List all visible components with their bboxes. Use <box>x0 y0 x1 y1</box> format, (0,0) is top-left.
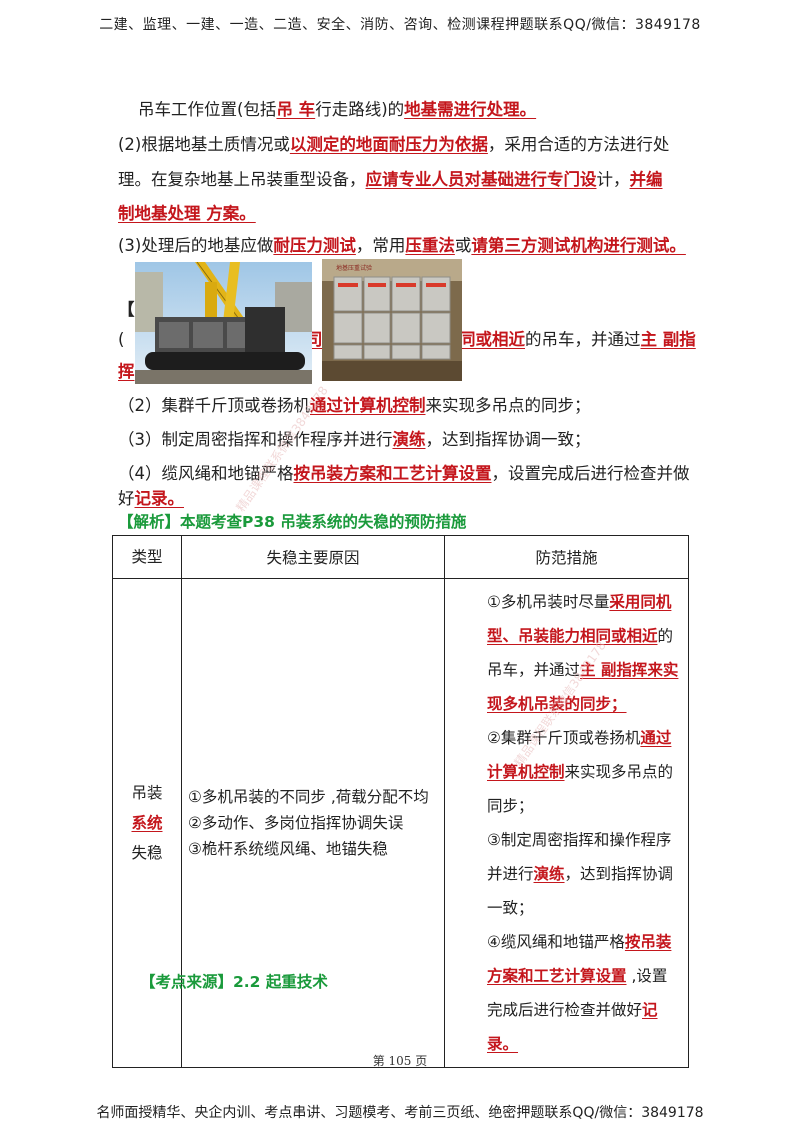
text: ，达到指挥协调一致； <box>487 865 674 917</box>
partial-line-1: ( <box>118 328 124 352</box>
type-cell: 吊装 系统 失稳 <box>112 578 182 1068</box>
highlight-text: 采用同机型、吊装能力相同或相近 <box>487 593 672 645</box>
partial-line-1-right: 同或相近的吊车，并通过主 副指 <box>459 328 696 352</box>
table-row: 吊装 系统 失稳 ①多机吊装的不同步 ,荷载分配不均 ②多动作、多岗位指挥协调失… <box>112 578 689 1068</box>
prevention-table: 类型 失稳主要原因 防范措施 吊装 系统 失稳 ①多机吊装的不同步 ,荷载分配不… <box>112 535 689 1068</box>
measures-cell: ①多机吊装时尽量采用同机型、吊装能力相同或相近的吊车，并通过主 副指挥来实现多机… <box>444 578 689 1068</box>
text: ，常用 <box>355 236 406 255</box>
text: 的吊车，并通过 <box>487 627 674 679</box>
paragraph-line-1: 吊车工作位置(包括吊 车行走路线)的地基需进行处理。 <box>138 98 536 122</box>
text: (2)根据地基土质情况或 <box>118 135 290 154</box>
paragraph-line-5: (3)处理后的地基应做耐压力测试，常用压重法或请第三方测试机构进行测试。 <box>118 234 686 258</box>
text: ③制定周密指挥和操作程序并进行 <box>487 831 672 883</box>
paragraph-line-2: (2)根据地基土质情况或以测定的地面耐压力为依据，采用合适的方法进行处 <box>118 133 669 157</box>
text: 或 <box>454 236 472 255</box>
text: ④缆风绳和地锚严格 <box>487 933 625 951</box>
crawler-crane-photo <box>135 262 312 384</box>
table-header-row: 类型 失稳主要原因 防范措施 <box>112 535 689 579</box>
measure-item: ②集群千斤顶或卷扬机通过计算机控制来实现多吊点的同步； <box>455 721 682 823</box>
cause-cell: ①多机吊装的不同步 ,荷载分配不均 ②多动作、多岗位指挥协调失误 ③桅杆系统缆风… <box>181 578 445 1068</box>
highlight-text: 同或相近 <box>459 330 525 349</box>
highlight-text: 通过计算机控制 <box>310 396 426 415</box>
highlight-text: 记录。 <box>134 489 185 508</box>
text: 来实现多吊点的同步； <box>425 396 591 415</box>
text: （3）制定周密指挥和操作程序并进行 <box>118 430 393 449</box>
load-test-photo: 地基压重试验 <box>322 259 462 381</box>
page-number: 第 105 页 <box>372 1054 428 1068</box>
type-line: 吊装 <box>131 784 163 802</box>
bracket-text: 【 <box>118 300 135 319</box>
highlight-text: 以测定的地面耐压力为依据 <box>289 135 488 154</box>
highlight-text: 通过计算机控制 <box>487 729 672 781</box>
text: 来实现多吊点的同步； <box>487 763 674 815</box>
text: ，设置完成后进行检查并做 <box>491 464 690 483</box>
text: ( <box>118 330 125 349</box>
text: ①多机吊装时尽量 <box>487 593 610 611</box>
highlight-text: 应请专业人员对基础进行专门设 <box>365 170 597 189</box>
highlight-text: 并编 <box>629 170 663 189</box>
header-cause: 失稳主要原因 <box>181 535 445 579</box>
text: 理。在复杂地基上吊装重型设备， <box>118 170 366 189</box>
type-highlight: 系统 <box>131 814 163 832</box>
page-footer: 名师面授精华、央企内训、考点串讲、习题模考、考前三页纸、绝密押题联系QQ/微信：… <box>96 1105 704 1121</box>
highlight-text: 挥 <box>118 362 135 381</box>
highlight-text: 按吊装方案和工艺计算设置 <box>487 933 672 985</box>
measure-item: ③制定周密指挥和操作程序并进行演练，达到指挥协调一致； <box>455 823 682 925</box>
text: 行走路线)的 <box>315 100 405 119</box>
highlight-text: 耐压力测试 <box>273 236 356 255</box>
text: ，采用合适的方法进行处 <box>487 135 670 154</box>
measure-line-3: （3）制定周密指挥和操作程序并进行演练，达到指挥协调一致； <box>118 428 591 452</box>
text: 计， <box>596 170 630 189</box>
measure-line-4: （4）缆风绳和地锚严格按吊装方案和工艺计算设置，设置完成后进行检查并做 <box>118 462 690 486</box>
text: 吊车工作位置(包括 <box>138 100 277 119</box>
measure-item: ①多机吊装时尽量采用同机型、吊装能力相同或相近的吊车，并通过主 副指挥来实现多机… <box>455 585 682 721</box>
highlight-text: 主 副指挥来实现多机吊装的同步； <box>487 661 679 713</box>
header-type: 类型 <box>112 535 182 579</box>
source-heading: 【考点来源】2.2 起重技术 <box>140 973 328 991</box>
analysis-heading: 【解析】本题考查P38 吊装系统的失稳的预防措施 <box>118 513 467 531</box>
measure-line-4-cont: 好记录。 <box>118 487 184 511</box>
text: （2）集群千斤顶或卷扬机 <box>118 396 310 415</box>
partial-line-2: 挥 <box>118 360 135 384</box>
text: ,设置完成后进行检查并做好 <box>487 967 668 1019</box>
measure-line-2: （2）集群千斤顶或卷扬机通过计算机控制来实现多吊点的同步； <box>118 394 591 418</box>
header-measures: 防范措施 <box>444 535 689 579</box>
text: (3)处理后的地基应做 <box>118 236 274 255</box>
type-line: 失稳 <box>131 844 163 862</box>
highlight-text: 请第三方测试机构进行测试。 <box>471 236 686 255</box>
highlight-text: 地基需进行处理。 <box>404 100 537 119</box>
cause-item: ①多机吊装的不同步 ,荷载分配不均 <box>188 788 429 806</box>
paragraph-line-4: 制地基处理 方案。 <box>118 202 256 226</box>
highlight-text: 制地基处理 方案。 <box>118 204 256 223</box>
measure-item: ④缆风绳和地锚严格按吊装方案和工艺计算设置 ,设置完成后进行检查并做好记录。 <box>455 925 682 1061</box>
highlight-text: 吊 车 <box>276 100 316 119</box>
text: （4）缆风绳和地锚严格 <box>118 464 294 483</box>
paragraph-line-3: 理。在复杂地基上吊装重型设备，应请专业人员对基础进行专门设计，并编 <box>118 168 663 192</box>
photo-label: 地基压重试验 <box>336 265 373 272</box>
highlight-text: 按吊装方案和工艺计算设置 <box>293 464 492 483</box>
highlight-text: 压重法 <box>405 236 455 255</box>
cause-item: ③桅杆系统缆风绳、地锚失稳 <box>188 840 388 858</box>
highlight-text: 记录。 <box>487 1001 658 1053</box>
highlight-text: 演练 <box>392 430 426 449</box>
text: 好 <box>118 489 135 508</box>
highlight-text: 主 副指 <box>640 330 696 349</box>
highlight-text: 演练 <box>533 865 565 883</box>
page-header: 二建、监理、一建、一造、二造、安全、消防、咨询、检测课程押题联系QQ/微信：38… <box>99 17 701 33</box>
text: ②集群千斤顶或卷扬机 <box>487 729 641 747</box>
text: 的吊车，并通过 <box>525 330 641 349</box>
cause-item: ②多动作、多岗位指挥协调失误 <box>188 814 404 832</box>
text: ，达到指挥协调一致； <box>425 430 591 449</box>
